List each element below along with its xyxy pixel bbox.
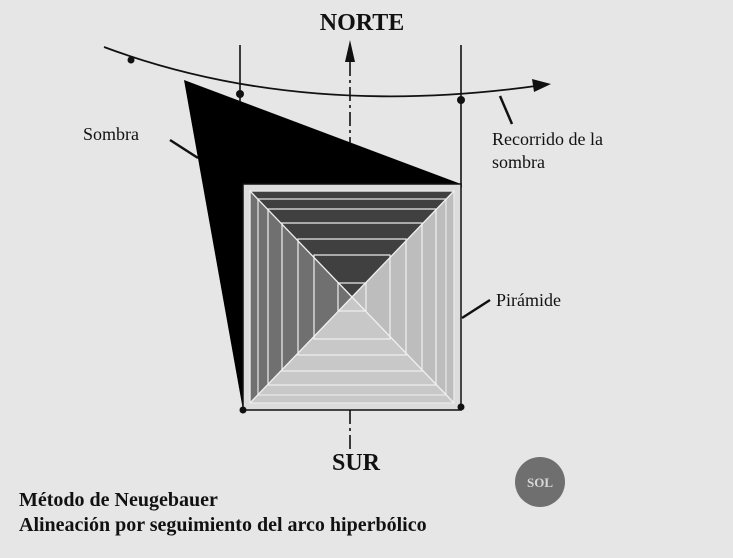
caption-title: Método de Neugebauer <box>19 489 218 511</box>
corner-dot-sw <box>239 406 247 414</box>
south-label: SUR <box>332 450 381 476</box>
pyramid-step-2 <box>257 198 447 396</box>
pyramid-step-5 <box>297 238 407 356</box>
caption-subtitle: Alineación por seguimiento del arco hipe… <box>19 514 427 536</box>
shadow-path-leader <box>498 95 514 125</box>
corner-dot-se <box>457 403 465 411</box>
shadow-path-label-line1: Recorrido de la <box>492 129 603 149</box>
arc-start-dot <box>127 56 135 64</box>
pyramid-step-3 <box>267 208 437 386</box>
pyramid-edge-sw <box>249 296 353 404</box>
north-arrowhead <box>345 40 355 62</box>
sun-circle <box>515 457 565 507</box>
corner-dot-nw-arc <box>236 90 244 98</box>
pyramid-edge-se <box>351 296 455 404</box>
pyramid-leader <box>461 298 491 320</box>
pyramid-east-face <box>352 191 454 403</box>
pyramid-label: Pirámide <box>496 290 561 310</box>
corner-dot-ne-arc <box>457 96 465 104</box>
shadow-leader <box>169 138 199 160</box>
shadow-path-label-line2: sombra <box>492 152 545 172</box>
pyramid-north-face <box>250 191 454 297</box>
pyramid-west-face <box>250 191 352 403</box>
pyramid-edge-nw <box>249 190 353 298</box>
pyramid-step-1 <box>249 190 455 404</box>
pyramid-step-6 <box>313 254 391 340</box>
pyramid-step-4 <box>281 222 423 372</box>
shadow-path-arrowhead <box>532 79 551 92</box>
north-label: NORTE <box>320 10 405 36</box>
sun-label: SOL <box>527 475 553 490</box>
shadow-label: Sombra <box>83 124 139 144</box>
pyramid-edge-ne <box>351 190 455 298</box>
shadow-path-arc <box>103 46 544 98</box>
pyramid-south-face <box>250 297 454 403</box>
pyramid-apex <box>337 282 367 312</box>
